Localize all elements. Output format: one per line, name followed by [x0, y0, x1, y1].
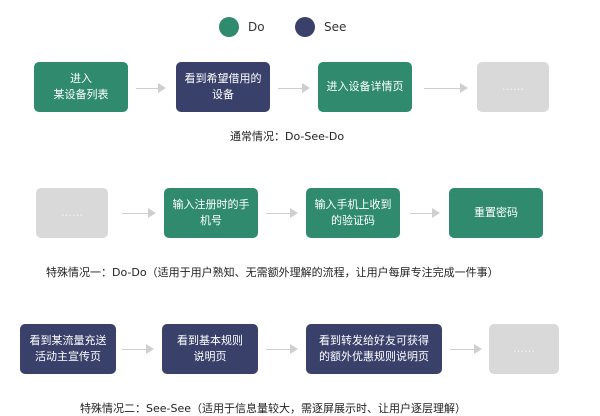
row1-arrow-2: [278, 83, 310, 93]
row2-arrow-1: [122, 208, 156, 218]
row3-step-4: ……: [489, 324, 559, 374]
legend-do-label: Do: [248, 20, 265, 34]
row2-arrow-3: [410, 208, 440, 218]
row3-arrow-3: [450, 344, 482, 354]
legend-see-label: See: [324, 20, 347, 34]
legend-see: See: [295, 17, 346, 37]
row2-step-2: 输入注册时的手 机号: [164, 188, 258, 238]
row3-step-2: 看到基本规则 说明页: [162, 324, 258, 374]
row3-caption: 特殊情况二：See-See（适用于信息量较大，需逐屏展示时、让用户逐层理解）: [80, 402, 467, 415]
row3-arrow-2: [266, 344, 298, 354]
row3-step-1: 看到某流量充送 活动主宣传页: [20, 324, 116, 374]
legend-see-swatch: [295, 17, 315, 37]
legend-do: Do: [219, 17, 265, 37]
row1-step-4: ……: [477, 62, 549, 112]
row2-caption: 特殊情况一：Do-Do（适用于用户熟知、无需额外理解的流程，让用户每屏专注完成一…: [46, 266, 499, 279]
legend-do-swatch: [219, 17, 239, 37]
row2-step-4: 重置密码: [449, 188, 543, 238]
row1-caption: 通常情况：Do-See-Do: [230, 130, 345, 143]
row1-step-1: 进入 某设备列表: [34, 62, 128, 112]
row1-arrow-1: [136, 83, 166, 93]
row1-step-2: 看到希望借用的 设备: [176, 62, 270, 112]
row3-step-3: 看到转发给好友可获得 的额外优惠规则说明页: [306, 324, 442, 374]
row2-arrow-2: [266, 208, 298, 218]
row1-arrow-3: [424, 83, 468, 93]
row2-step-3: 输入手机上收到 的验证码: [306, 188, 400, 238]
row1-step-3: 进入设备详情页: [318, 62, 412, 112]
row3-arrow-1: [122, 344, 154, 354]
row2-step-1: ……: [36, 188, 108, 238]
